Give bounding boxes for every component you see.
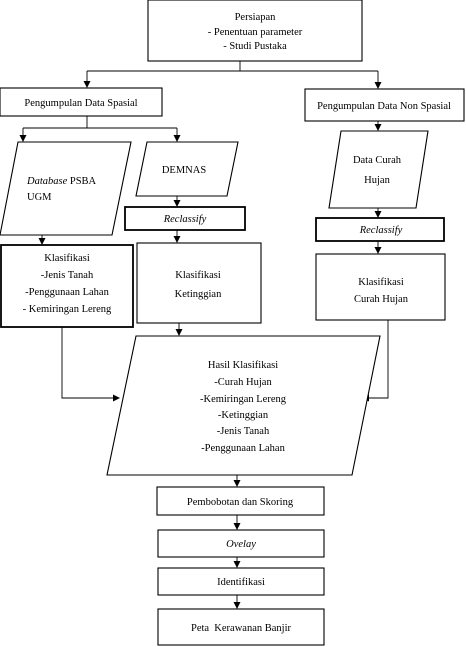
demnas-parallelogram: [135, 141, 239, 197]
data-curah-hujan-line-2: Hujan: [364, 175, 390, 186]
node-demnas: DEMNAS: [135, 141, 239, 197]
overlay-box: [157, 529, 325, 558]
klasifikasi-mid-line-2: Ketinggian: [175, 289, 222, 300]
peta-box: [157, 608, 325, 646]
klasifikasi-left-box: [0, 244, 134, 328]
reclassify-2-box: [315, 217, 445, 242]
node-pengumpulan-non-spasial: Pengumpulan Data Non Spasial: [304, 88, 465, 122]
pengumpulan-non-spasial-box: [304, 88, 465, 122]
reclassify-1-label: Reclassify: [163, 214, 207, 225]
node-reclassify-2: Reclassify: [315, 217, 445, 242]
klasifikasi-left-item-1: -Jenis Tanah: [41, 270, 94, 281]
identifikasi-label: Identifikasi: [217, 577, 265, 588]
database-rest-label: PSBA: [67, 176, 96, 187]
connectors: [19, 61, 389, 609]
node-data-curah-hujan: Data Curah Hujan: [328, 130, 429, 209]
identifikasi-box: [157, 567, 325, 596]
persiapan-box: [147, 0, 363, 62]
arrow-left-to-hasil: [61, 327, 120, 402]
node-klasifikasi-mid: Klasifikasi Ketinggian: [136, 242, 262, 324]
demnas-label: DEMNAS: [162, 165, 206, 176]
hasil-item-5: -Penggunaan Lahan: [201, 443, 285, 454]
hasil-item-3: -Ketinggian: [218, 410, 269, 421]
node-hasil-klasifikasi: Hasil Klasifikasi -Curah Hujan -Kemiring…: [106, 335, 381, 476]
node-database: Database PSBA UGM: [0, 141, 132, 236]
reclassify-1-box: [124, 206, 246, 231]
pengumpulan-non-spasial-label: Pengumpulan Data Non Spasial: [317, 101, 451, 112]
persiapan-line-2: - Studi Pustaka: [223, 41, 287, 52]
klasifikasi-left-item-2: -Penggunaan Lahan: [25, 287, 109, 298]
pengumpulan-spasial-label: Pengumpulan Data Spasial: [24, 98, 137, 109]
hasil-item-2: -Kemiringan Lereng: [200, 394, 287, 405]
peta-label: Peta Kerawanan Banjir: [191, 623, 292, 634]
klasifikasi-right-line-2: Curah Hujan: [354, 294, 409, 305]
node-identifikasi: Identifikasi: [157, 567, 325, 596]
node-overlay: Ovelay: [157, 529, 325, 558]
data-curah-hujan-parallelogram: [328, 130, 429, 209]
klasifikasi-right-box: [315, 253, 446, 321]
persiapan-title: Persiapan: [235, 12, 277, 23]
node-peta: Peta Kerawanan Banjir: [157, 608, 325, 646]
klasifikasi-mid-box: [136, 242, 262, 324]
hasil-item-1: -Curah Hujan: [214, 377, 272, 388]
database-italic-label: Database: [26, 176, 68, 187]
klasifikasi-left-item-3: - Kemiringan Lereng: [23, 304, 112, 315]
overlay-label: Ovelay: [226, 539, 256, 550]
pembobotan-box: [156, 486, 325, 516]
klasifikasi-left-title: Klasifikasi: [44, 253, 90, 264]
data-curah-hujan-line-1: Data Curah: [353, 155, 402, 166]
node-reclassify-1: Reclassify: [124, 206, 246, 231]
pembobotan-label: Pembobotan dan Skoring: [187, 497, 294, 508]
hasil-title: Hasil Klasifikasi: [208, 360, 278, 371]
database-parallelogram: [0, 141, 132, 236]
database-line-1: Database PSBA: [26, 176, 97, 187]
node-pengumpulan-spasial: Pengumpulan Data Spasial: [0, 87, 163, 117]
node-persiapan: Persiapan - Penentuan parameter - Studi …: [147, 0, 363, 62]
hasil-parallelogram: [106, 335, 381, 476]
node-pembobotan: Pembobotan dan Skoring: [156, 486, 325, 516]
node-klasifikasi-left: Klasifikasi -Jenis Tanah -Penggunaan Lah…: [0, 244, 134, 328]
pengumpulan-spasial-box: [0, 87, 163, 117]
klasifikasi-right-line-1: Klasifikasi: [358, 277, 404, 288]
reclassify-2-label: Reclassify: [359, 225, 403, 236]
database-line-2: UGM: [27, 192, 52, 203]
persiapan-line-1: - Penentuan parameter: [208, 27, 303, 38]
node-klasifikasi-right: Klasifikasi Curah Hujan: [315, 253, 446, 321]
klasifikasi-mid-line-1: Klasifikasi: [175, 270, 221, 281]
hasil-item-4: -Jenis Tanah: [217, 426, 270, 437]
arrow-right-to-hasil: [362, 320, 389, 402]
